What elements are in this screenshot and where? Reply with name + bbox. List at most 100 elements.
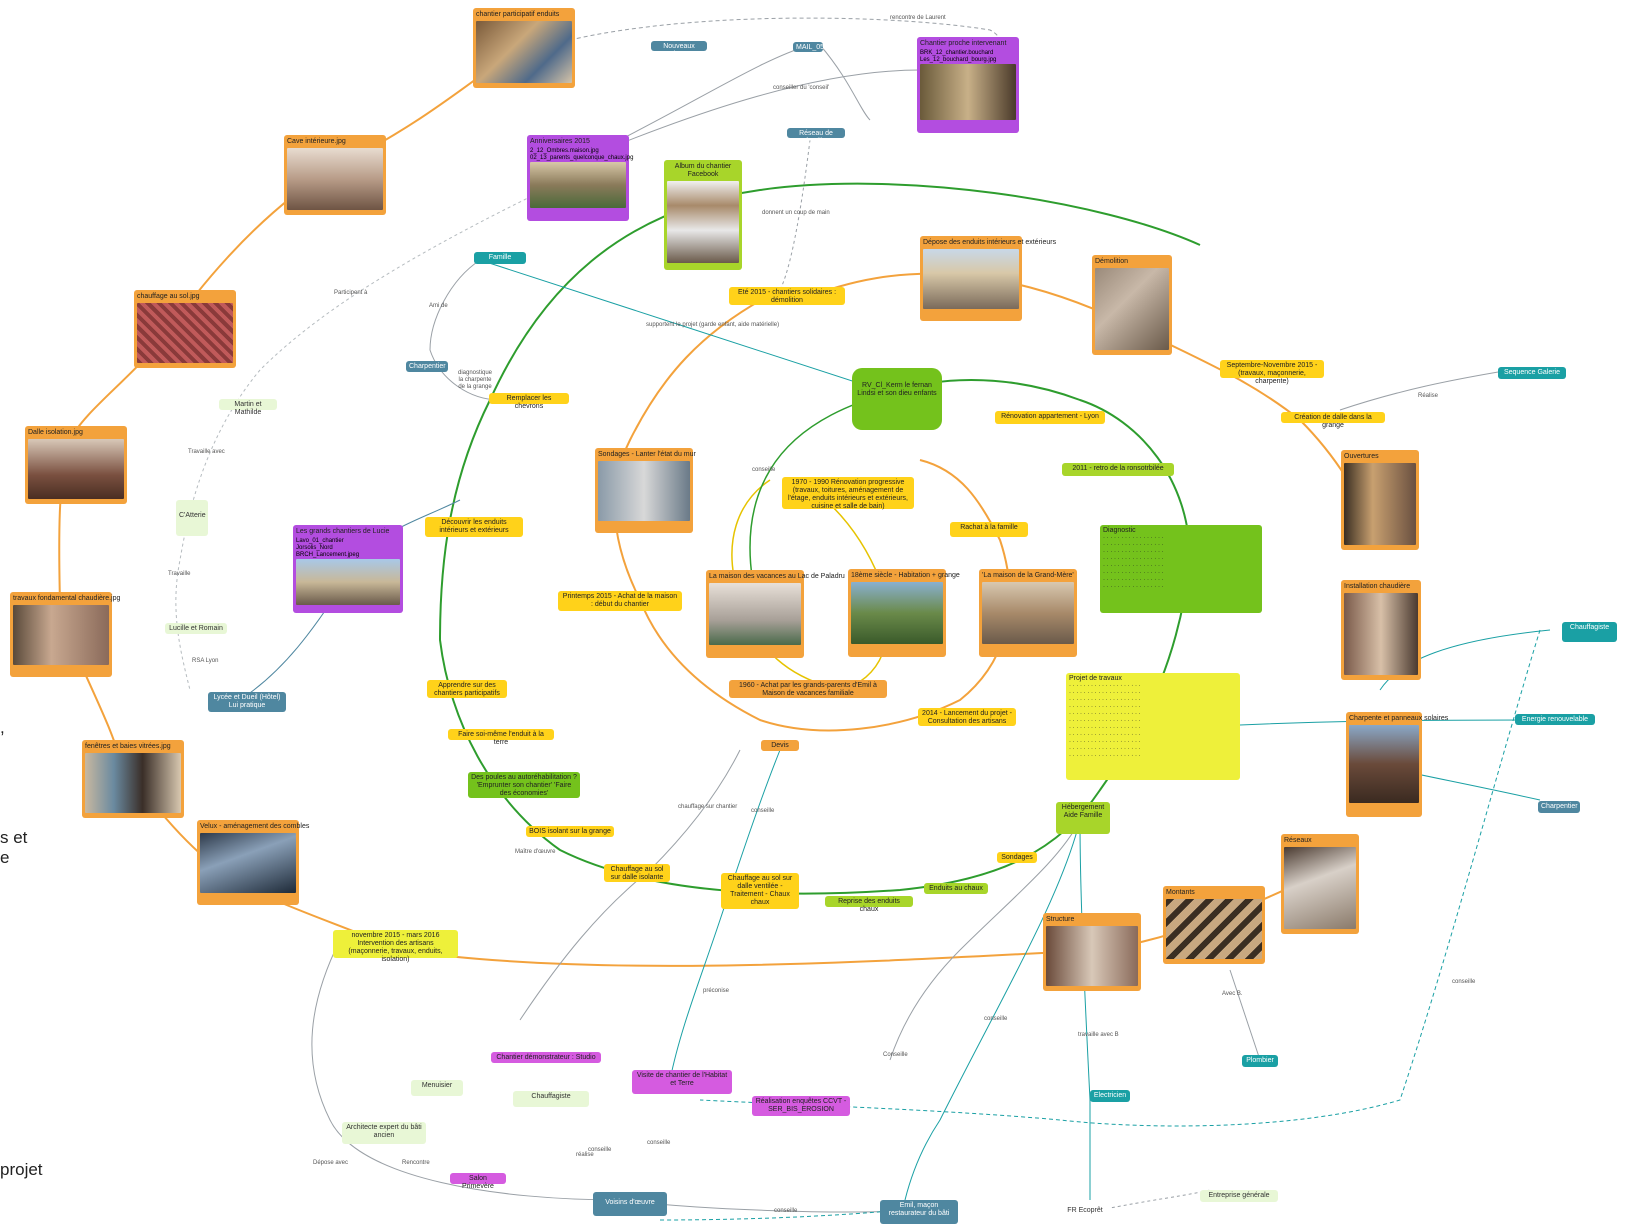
photo-image (1046, 926, 1138, 986)
photo-maison-vacances[interactable]: La maison des vacances au Lac de Paladru (706, 570, 845, 658)
card-anniversaires[interactable]: Anniversaires 2015 2_12_Ombres.maison.jp… (527, 135, 633, 221)
topic-1960[interactable]: 1960 - Achat par les grands-parents d'Em… (729, 680, 887, 698)
topic-projet-travaux[interactable]: Projet de travaux · · · · · · · · · · · … (1066, 673, 1240, 780)
tag-charpentier[interactable]: Charpentier (406, 361, 448, 372)
tag-energie[interactable]: Energie renouvelable (1515, 714, 1595, 725)
topic-reprise-enduits[interactable]: Reprise des enduits chaux (825, 896, 913, 913)
tag-label: Réseau de famille (799, 130, 833, 145)
tag-eco-pret[interactable]: FR Ecoprêt (1060, 1205, 1110, 1216)
topic-label: Chauffage au sol sur dalle ventilée - Tr… (727, 875, 793, 906)
topic-remplacer[interactable]: Remplacer les chevrons (489, 393, 569, 410)
tag-mail[interactable]: MAIL_05 (793, 42, 824, 52)
topic-faire-enduit[interactable]: Faire soi-même l'enduit à la terre (448, 729, 554, 746)
pale-tag-martin[interactable]: Martin et Mathilde (219, 399, 277, 416)
photo-charpente[interactable]: Charpente et panneaux solaires (1346, 712, 1448, 817)
topic-decouvrir[interactable]: Découvrir les enduits intérieurs et exté… (425, 517, 523, 537)
photo-caption: chantier participatif enduits (476, 11, 560, 18)
tag-lycee[interactable]: Lycée et Dueil (Hôtel) Lui pratique (208, 692, 286, 712)
photo-fenetres[interactable]: fenêtres et baies vitrées.jpg (82, 740, 184, 818)
card-album-facebook[interactable]: Album du chantier Facebook (664, 160, 742, 270)
pale-tag-chauffagiste[interactable]: Chauffagiste (513, 1091, 589, 1107)
pink-tag-realisation[interactable]: Réalisation enquêtes CCVT - SER_BIS_EROS… (752, 1096, 850, 1116)
tag-charpentier-2[interactable]: Charpentier (1538, 801, 1580, 813)
topic-1970[interactable]: 1970 - 1990 Rénovation progressive (trav… (782, 477, 914, 510)
topic-label: novembre 2015 - mars 2016 Intervention d… (348, 932, 443, 963)
topic-enduits-chaux[interactable]: Enduits au chaux (924, 883, 988, 894)
tag-chauffagiste[interactable]: Chauffagiste (1562, 622, 1617, 642)
tag-famille[interactable]: Famille (474, 252, 526, 264)
photo-image (1284, 847, 1356, 929)
card-grands-chantiers[interactable]: Les grands chantiers de Lucie Lavo_01_ch… (293, 525, 403, 613)
photo-demolition[interactable]: Démolition (1092, 255, 1172, 355)
photo-travaux-fondamental[interactable]: travaux fondamental chaudière.jpg (10, 592, 120, 677)
photo-reseaux[interactable]: Réseaux (1281, 834, 1359, 934)
topic-chauffage-dalle[interactable]: Chauffage au sol sur dalle isolante (604, 864, 670, 882)
photo-ferme[interactable]: 18ème siècle - Habitation + grange (848, 569, 960, 657)
tag-nouveau-reseau[interactable]: Nouveaux Réseau (651, 41, 707, 58)
photo-caption: Sondages - Lanter l'état du mur (598, 451, 696, 458)
card-chantier-proche[interactable]: Chantier proche intervenant BRK_12_chant… (917, 37, 1019, 133)
edge-label: rencontre de Laurent (890, 15, 946, 21)
photo-ouvertures[interactable]: Ouvertures (1341, 450, 1419, 550)
topic-label: 2014 - Lancement du projet - Consultatio… (922, 710, 1012, 725)
topic-label: Rachat à la famille (960, 524, 1018, 531)
photo-cave[interactable]: Cave intérieure.jpg (284, 135, 386, 215)
photo-velux[interactable]: Velux - aménagement des combles (197, 820, 309, 905)
photo-image (1095, 268, 1169, 350)
side-text-1: , (0, 718, 5, 737)
pale-tag-architecte[interactable]: Architecte expert du bâti ancien (342, 1122, 426, 1144)
pale-tag-menuisier[interactable]: Menuisier (411, 1080, 463, 1096)
topic-devis[interactable]: Devis (761, 740, 799, 751)
topic-nov-2015[interactable]: novembre 2015 - mars 2016 Intervention d… (333, 930, 458, 963)
tag-plombier[interactable]: Plombier (1242, 1055, 1278, 1067)
topic-ete-2015[interactable]: Eté 2015 - chantiers solidaires : démoli… (729, 287, 845, 305)
photo-image (1344, 593, 1418, 675)
topic-rachat[interactable]: Rachat à la famille (950, 522, 1028, 537)
topic-diagnostic[interactable]: Diagnostic · · · · · · · · · · · · · · ·… (1100, 525, 1262, 613)
tag-reseau-famille[interactable]: Réseau de famille (787, 128, 845, 145)
topic-label: Chauffage au sol sur dalle isolante (610, 866, 664, 881)
photo-depose[interactable]: Dépose des enduits intérieurs et extérie… (920, 236, 1057, 321)
photo-sondages[interactable]: Sondages - Lanter l'état du mur (595, 448, 696, 533)
photo-grand-mere[interactable]: 'La maison de la Grand-Mère' (979, 569, 1077, 657)
side-text-4: projet (0, 1160, 43, 1179)
photo-structure[interactable]: Structure (1043, 913, 1141, 991)
pale-tag-lucile[interactable]: Lucille et Romain (165, 623, 227, 634)
photo-caption: Démolition (1095, 258, 1129, 265)
photo-installation-chaudiere[interactable]: Installation chaudière (1341, 580, 1421, 680)
edge-label: Travaille avec (188, 449, 225, 455)
photo-chauffage-sol[interactable]: chauffage au sol.jpg (134, 290, 236, 368)
edge-label: conseiller du 'conseil' (773, 85, 830, 91)
topic-renovation-lyon[interactable]: Rénovation appartement - Lyon (995, 411, 1105, 424)
pale-tag-catterie[interactable]: C'Atterie (176, 500, 208, 536)
photo-image (982, 582, 1074, 644)
pink-tag-salon[interactable]: Salon Primevère (450, 1173, 506, 1190)
tag-voisins[interactable]: Voisins d'œuvre (593, 1192, 667, 1216)
tag-label: Chantier démonstrateur : Studio (496, 1054, 596, 1061)
photo-dalle[interactable]: Dalle isolation.jpg (25, 426, 127, 504)
topic-des-poules[interactable]: Des poules au autoréhabilitation ? 'Empr… (468, 772, 580, 798)
pink-tag-chantier-demo[interactable]: Chantier démonstrateur : Studio (491, 1052, 601, 1063)
topic-creation-dalle[interactable]: Création de dalle dans la grange (1281, 412, 1385, 429)
photo-montants[interactable]: Montants (1163, 886, 1265, 964)
topic-2014[interactable]: 2014 - Lancement du projet - Consultatio… (918, 708, 1016, 726)
topic-entreprise[interactable]: Entreprise générale (1200, 1190, 1278, 1202)
center-topic[interactable]: RV_Cl_Kerm le fernan Lindsi et son dieu … (852, 368, 942, 430)
tag-label: Charpentier (409, 363, 446, 370)
pink-tag-visite[interactable]: Visite de chantier de l'Habitat et Terre (632, 1070, 732, 1094)
photo-caption: Dépose des enduits intérieurs et extérie… (923, 239, 1057, 246)
tag-sequence-galerie[interactable]: Sequence Galerie (1498, 367, 1566, 379)
photo-chantier-participatif[interactable]: chantier participatif enduits (473, 8, 575, 88)
topic-sondages[interactable]: Sondages (997, 852, 1037, 863)
edge-label: préconise (703, 988, 730, 994)
topic-bois-isolant[interactable]: BOIS isolant sur la grange (526, 826, 614, 837)
topic-2011[interactable]: 2011 - retro de la ronsotrbilée (1062, 463, 1174, 476)
tag-electricien[interactable]: Electricien (1090, 1090, 1130, 1102)
edge-label: conseille (774, 1208, 798, 1214)
topic-apprendre[interactable]: Apprendre sur des chantiers participatif… (427, 680, 507, 698)
topic-hebergement[interactable]: Hébergement Aide Famille (1056, 802, 1110, 834)
topic-printemps[interactable]: Printemps 2015 - Achat de la maison : dé… (558, 591, 682, 611)
tag-emil[interactable]: Emil, maçon restaurateur du bâti (880, 1200, 958, 1224)
topic-sept-2015[interactable]: Septembre-Novembre 2015 - (travaux, maço… (1220, 360, 1324, 385)
topic-chauffage-ventile[interactable]: Chauffage au sol sur dalle ventilée - Tr… (721, 873, 799, 909)
